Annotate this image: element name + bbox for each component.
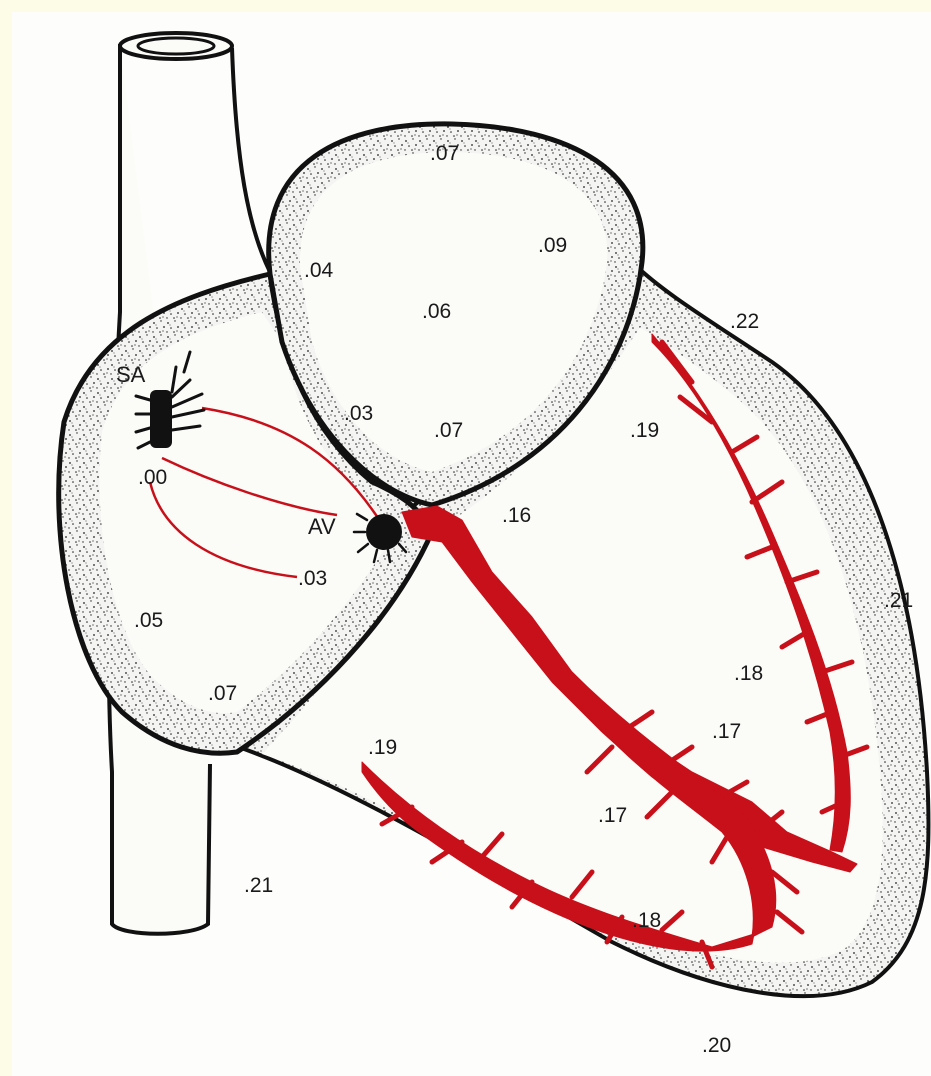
label-base-left: .21 xyxy=(244,874,273,897)
label-septum-top: .03 xyxy=(344,402,373,425)
heart-conduction-diagram: SA AV .00 .03 .05 .07 .03 .07 .04 .06 .0… xyxy=(12,12,931,1076)
label-aorta-center: .06 xyxy=(422,300,451,323)
label-sa: SA xyxy=(116,362,146,387)
label-rv-upper-branch: .19 xyxy=(368,736,397,759)
label-lv-mid: .18 xyxy=(734,662,763,685)
label-av: AV xyxy=(308,514,336,539)
label-aorta-left: .04 xyxy=(304,259,334,282)
label-sa-time: .00 xyxy=(138,466,167,489)
label-internodal: .03 xyxy=(298,567,327,590)
figure-frame: SA AV .00 .03 .05 .07 .03 .07 .04 .06 .0… xyxy=(12,12,931,1076)
label-aorta-bottom: .07 xyxy=(434,419,463,442)
label-right-wall: .21 xyxy=(884,589,913,612)
label-lv-lower: .17 xyxy=(712,720,741,743)
label-apex-bottom: .20 xyxy=(702,1034,731,1057)
label-bundle: .16 xyxy=(502,504,531,527)
label-atrium-lower-left: .05 xyxy=(134,609,163,632)
label-lv-upper-branch: .19 xyxy=(630,419,659,442)
label-atrium-bottom: .07 xyxy=(208,682,237,705)
label-apex-top-right: .22 xyxy=(730,310,759,333)
label-rv-center: .17 xyxy=(598,804,627,827)
label-aorta-top: .07 xyxy=(430,142,459,165)
label-aorta-right: .09 xyxy=(538,234,567,257)
label-rv-lower: .18 xyxy=(632,909,661,932)
